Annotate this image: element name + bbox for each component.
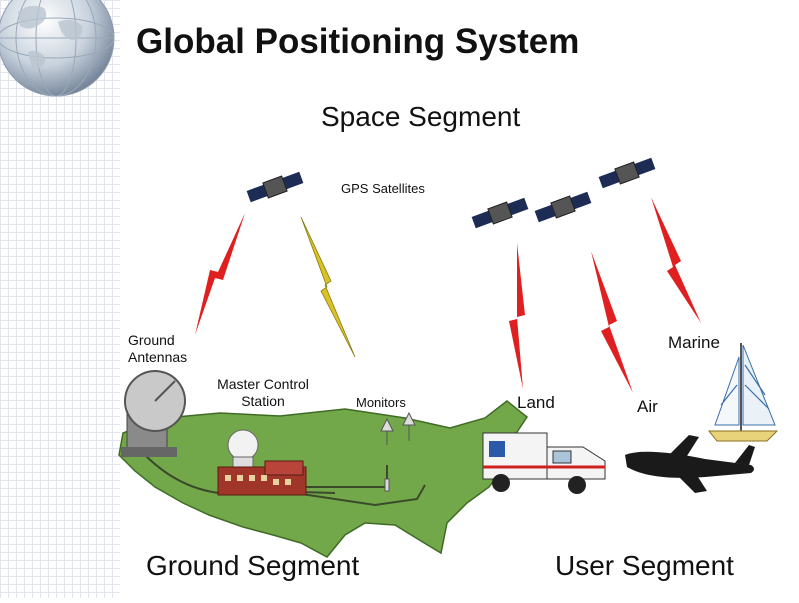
- monitors-label: Monitors: [356, 395, 406, 410]
- signal-bolt-land: [509, 243, 525, 389]
- signal-bolt-air: [591, 251, 633, 393]
- signal-bolt-antenna: [195, 213, 245, 335]
- sailboat-vehicle: [707, 343, 779, 442]
- satellite-2: [471, 197, 529, 229]
- ambulance-vehicle: [482, 432, 606, 494]
- diagram-graphics: [118, 157, 779, 558]
- globe-icon: [0, 0, 115, 97]
- gps-diagram: Space Segment GPS Satellites Ground Ante…: [105, 95, 799, 598]
- ground-antennas-label: Ground Antennas: [128, 332, 188, 365]
- satellite-4: [598, 157, 656, 189]
- gps-satellites-label: GPS Satellites: [341, 181, 425, 196]
- land-label: Land: [517, 393, 555, 412]
- air-label: Air: [637, 397, 658, 416]
- user-segment-label: User Segment: [555, 550, 734, 581]
- master-control-label: Master Control Station: [217, 376, 309, 409]
- ground-segment-label: Ground Segment: [146, 550, 360, 581]
- ground-antenna-dish: [121, 370, 186, 457]
- satellite-3: [534, 191, 592, 223]
- master-control-station: [217, 429, 307, 496]
- grid-background: [0, 0, 120, 598]
- space-segment-label: Space Segment: [321, 101, 521, 132]
- satellite-1: [246, 171, 304, 203]
- signal-bolt-marine: [651, 197, 701, 323]
- airplane-vehicle: [625, 435, 755, 493]
- monitor-stations: [380, 411, 416, 492]
- signal-bolt-monitors: [300, 216, 356, 358]
- usa-land-mass: [118, 400, 529, 558]
- marine-label: Marine: [668, 333, 720, 352]
- page-title: Global Positioning System: [136, 22, 580, 61]
